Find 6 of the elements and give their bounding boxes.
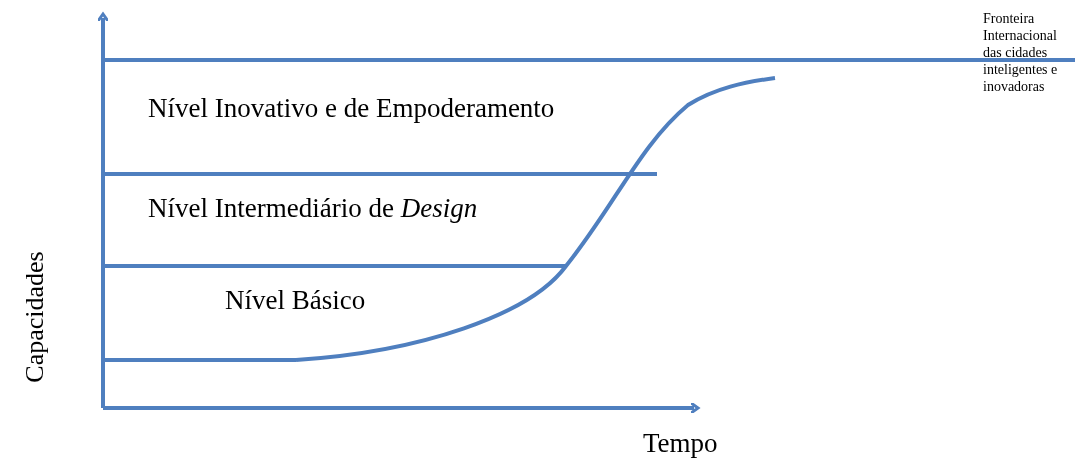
frontier-label: Fronteira Internacional das cidades inteligentes e inovadoras — [983, 10, 1059, 95]
level-label: Nível Intermediário de Design — [148, 193, 478, 224]
axis-title: Tempo — [643, 428, 718, 459]
level-label: Nível Inovativo e de Empoderamento — [148, 93, 555, 124]
level-label: Nível Básico — [225, 285, 366, 316]
axis-title: Capacidades — [20, 250, 50, 385]
